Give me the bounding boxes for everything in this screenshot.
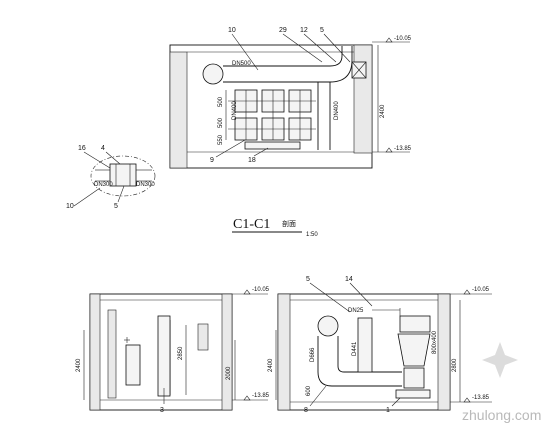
br-d666-duct (317, 315, 339, 337)
watermark-text: zhulong.com (462, 407, 541, 423)
br-hood (399, 315, 431, 333)
title-c1-c1: C1-C1 (233, 217, 270, 232)
callout-5: 5 (320, 27, 324, 34)
callout-12: 12 (300, 27, 308, 34)
watermark-logo-icon (482, 342, 518, 378)
dim-2400-top: 2400 (380, 104, 386, 118)
callout-9: 9 (210, 157, 214, 164)
label-dn400-a: DN400 (232, 101, 238, 120)
top-left-wall (169, 51, 188, 169)
section-title: C1-C1 剖面 1:50 (232, 217, 318, 238)
callout-16: 16 (78, 145, 86, 152)
callout-29: 29 (279, 27, 287, 34)
label-dn400-b: DN400 (334, 101, 340, 120)
callout-8: 8 (304, 407, 308, 414)
detail-unit (109, 163, 137, 187)
label-dn25: DN25 (348, 308, 364, 314)
callout-5-br: 5 (306, 276, 310, 283)
dim-2400-br: 2400 (268, 358, 274, 372)
callout-18: 18 (248, 157, 256, 164)
elev-br-1005: -10.05 (472, 287, 490, 293)
elev-top-1005: -10.05 (394, 36, 412, 42)
dim-500-a: 500 (218, 96, 224, 107)
label-800x400: 800x400 (432, 330, 438, 354)
top-right-wall (353, 44, 373, 154)
bl-panel (125, 344, 141, 386)
title-scale: 1:50 (306, 232, 318, 238)
dim-600: 600 (306, 385, 312, 396)
br-separator (397, 333, 431, 367)
dim-500-b: 500 (218, 117, 224, 128)
elev-br-1385: -13.85 (472, 395, 490, 401)
br-riser (357, 317, 373, 373)
callout-14: 14 (345, 276, 353, 283)
dim-2850: 2850 (178, 346, 184, 360)
dim-2800: 2800 (452, 358, 458, 372)
br-fan-base (395, 389, 431, 399)
callout-4: 4 (101, 145, 105, 152)
dim-2000: 2000 (226, 366, 232, 380)
label-d666: D666 (310, 347, 316, 362)
support-base (244, 141, 301, 150)
elev-top-1385: -13.85 (394, 146, 412, 152)
callout-3: 3 (160, 407, 164, 414)
label-d441: D441 (352, 341, 358, 356)
filter-bank (228, 89, 316, 141)
detail-dn300-a: DN300 (94, 182, 113, 188)
bottom-left-view: 3 2850 2000 2400 -10.05 -13.85 (76, 287, 270, 414)
callout-10: 10 (228, 27, 236, 34)
detail-dn300-b: DN300 (136, 182, 155, 188)
bl-duct-section (157, 315, 171, 397)
callout-1: 1 (386, 407, 390, 414)
label-dn500: DN500 (232, 61, 251, 67)
dim-2400-bl: 2400 (76, 358, 82, 372)
top-section-view: DN500 DN400 DN400 500 500 550 10 29 12 5… (169, 27, 412, 169)
bottom-right-view: DN25 D666 D441 800x400 600 5 14 8 1 2400… (268, 276, 492, 414)
elev-bl-1385: -13.85 (252, 393, 270, 399)
callout-5-detail: 5 (114, 203, 118, 210)
elev-bl-1005: -10.05 (252, 287, 270, 293)
dn500-duct-end (202, 63, 224, 85)
dim-550: 550 (218, 134, 224, 145)
title-suffix: 剖面 (282, 219, 296, 228)
watermark: zhulong.com (462, 342, 541, 423)
callout-10-detail: 10 (66, 203, 74, 210)
detail-circle (90, 155, 156, 197)
detail-view: DN300 DN300 16 4 10 5 (66, 145, 155, 210)
